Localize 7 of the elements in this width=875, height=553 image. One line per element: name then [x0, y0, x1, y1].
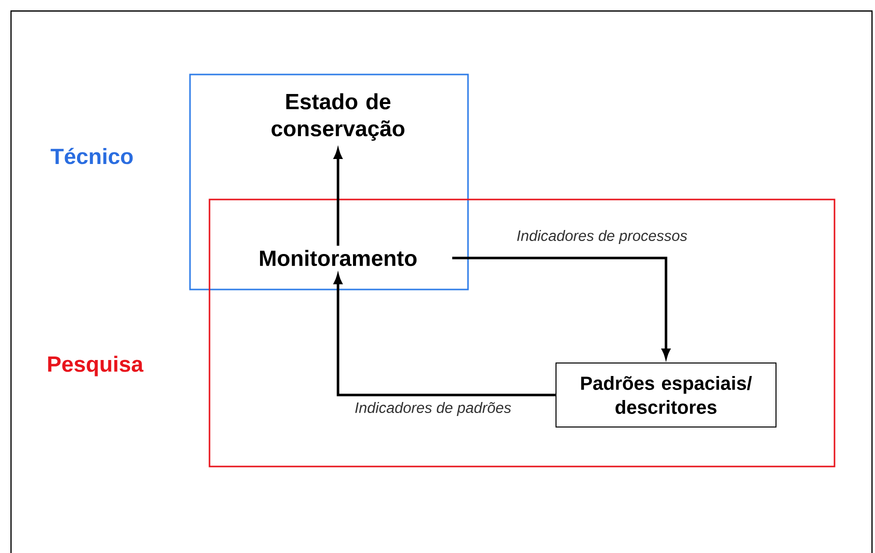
node-text: Estado de conservação — [272, 93, 404, 141]
region-label: Pesquisa — [48, 356, 144, 376]
process-box: Padrões espaciais/ descritores — [556, 362, 776, 428]
node-text: Monitoramento — [260, 250, 417, 266]
edge-label: Indicadores de processos — [517, 230, 688, 244]
region-label: Técnico — [50, 148, 133, 164]
edge-label: Indicadores de padrões — [355, 402, 512, 416]
